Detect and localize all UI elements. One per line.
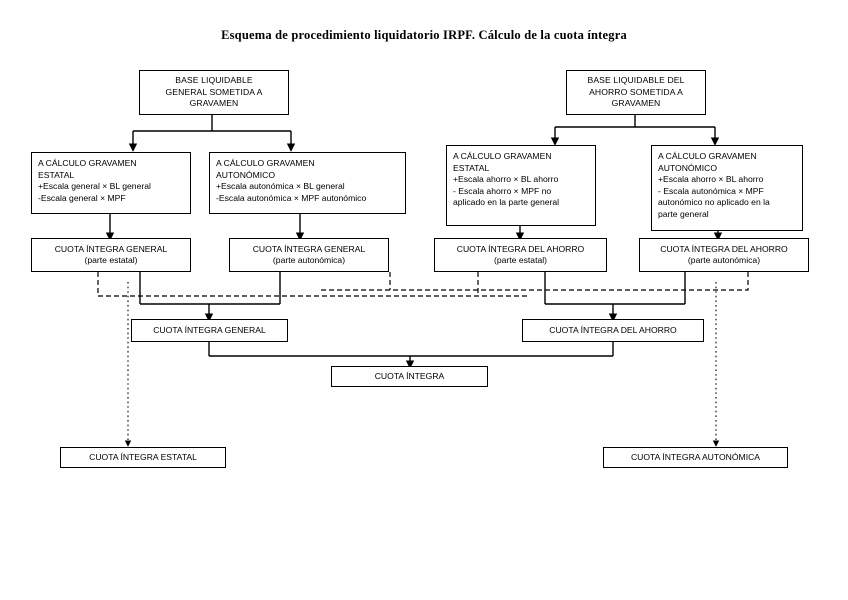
node-cuota-integra-total[interactable]: CUOTA ÍNTEGRA [331,366,488,387]
node-line: CUOTA ÍNTEGRA GENERAL [252,243,366,254]
node-line: A CÁLCULO GRAVAMEN [453,151,552,161]
node-cuota-integra-general-autonomica[interactable]: CUOTA ÍNTEGRA GENERAL (parte autonómica) [229,238,389,272]
node-line: - Escala ahorro × MPF no [453,185,552,196]
node-line: (parte autonómica) [272,255,346,265]
node-line: A CÁLCULO GRAVAMEN [38,158,137,168]
node-calculo-gravamen-autonomico-ahorro[interactable]: A CÁLCULO GRAVAMEN AUTONÓMICO +Escala ah… [651,145,803,231]
node-line: GRAVAMEN [189,98,239,109]
node-line: A CÁLCULO GRAVAMEN [658,151,757,161]
node-line: CUOTA ÍNTEGRA AUTONÓMICA [630,451,761,462]
node-line: aplicado en la parte general [453,197,560,207]
node-line: ESTATAL [38,169,75,180]
node-line: - Escala autonómica × MPF [658,185,764,196]
node-line: BASE LIQUIDABLE DEL [587,75,685,86]
node-line: (parte estatal) [84,255,138,265]
node-cuota-integra-general-estatal[interactable]: CUOTA ÍNTEGRA GENERAL (parte estatal) [31,238,191,272]
node-line: AHORRO SOMETIDA A [589,86,683,97]
node-line: A CÁLCULO GRAVAMEN [216,158,315,168]
node-calculo-gravamen-estatal-general[interactable]: A CÁLCULO GRAVAMEN ESTATAL +Escala gener… [31,152,191,214]
node-calculo-gravamen-autonomico-general[interactable]: A CÁLCULO GRAVAMEN AUTONÓMICO +Escala au… [209,152,406,214]
node-line: CUOTA ÍNTEGRA DEL AHORRO [456,243,585,254]
node-line: GRAVAMEN [611,98,661,109]
node-cuota-integra-general[interactable]: CUOTA ÍNTEGRA GENERAL [131,319,288,342]
node-line: AUTONÓMICO [216,169,276,180]
node-cuota-integra-ahorro-autonomica[interactable]: CUOTA ÍNTEGRA DEL AHORRO (parte autonómi… [639,238,809,272]
node-line: autonómico no aplicado en la [658,197,770,207]
node-line: GENERAL SOMETIDA A [165,86,263,97]
node-cuota-integra-ahorro-estatal[interactable]: CUOTA ÍNTEGRA DEL AHORRO (parte estatal) [434,238,607,272]
node-line: CUOTA ÍNTEGRA GENERAL [153,324,266,335]
node-line: CUOTA ÍNTEGRA ESTATAL [89,451,197,462]
edge-dashed-general-estatal [97,272,530,297]
node-line: +Escala ahorro × BL ahorro [453,174,559,184]
node-line: CUOTA ÍNTEGRA [374,370,445,381]
node-line: parte general [658,208,709,219]
node-line: CUOTA ÍNTEGRA GENERAL [54,243,168,254]
node-line: CUOTA ÍNTEGRA DEL AHORRO [549,324,677,335]
node-line: (parte autonómica) [687,255,761,265]
node-line: +Escala general × BL general [38,181,151,191]
node-line: +Escala autonómica × BL general [216,181,345,191]
edge-dashed-ahorro-autonomica [318,272,749,291]
node-cuota-integra-autonomica[interactable]: CUOTA ÍNTEGRA AUTONÓMICA [603,447,788,468]
node-line: ESTATAL [453,162,490,173]
node-line: BASE LIQUIDABLE [175,75,253,86]
node-line: (parte estatal) [493,255,548,265]
node-line: CUOTA ÍNTEGRA DEL AHORRO [660,243,788,254]
node-line: AUTONÓMICO [658,162,718,173]
node-line: +Escala ahorro × BL ahorro [658,174,764,184]
node-line: -Escala autonómica × MPF autonómico [216,192,367,203]
page-title: Esquema de procedimiento liquidatorio IR… [221,28,627,42]
node-calculo-gravamen-estatal-ahorro[interactable]: A CÁLCULO GRAVAMEN ESTATAL +Escala ahorr… [446,145,596,226]
node-cuota-integra-ahorro[interactable]: CUOTA ÍNTEGRA DEL AHORRO [522,319,704,342]
node-line: -Escala general × MPF [38,192,126,203]
node-cuota-integra-estatal[interactable]: CUOTA ÍNTEGRA ESTATAL [60,447,226,468]
node-base-liquidable-general[interactable]: BASE LIQUIDABLE GENERAL SOMETIDA A GRAVA… [139,70,289,115]
node-base-liquidable-ahorro[interactable]: BASE LIQUIDABLE DEL AHORRO SOMETIDA A GR… [566,70,706,115]
